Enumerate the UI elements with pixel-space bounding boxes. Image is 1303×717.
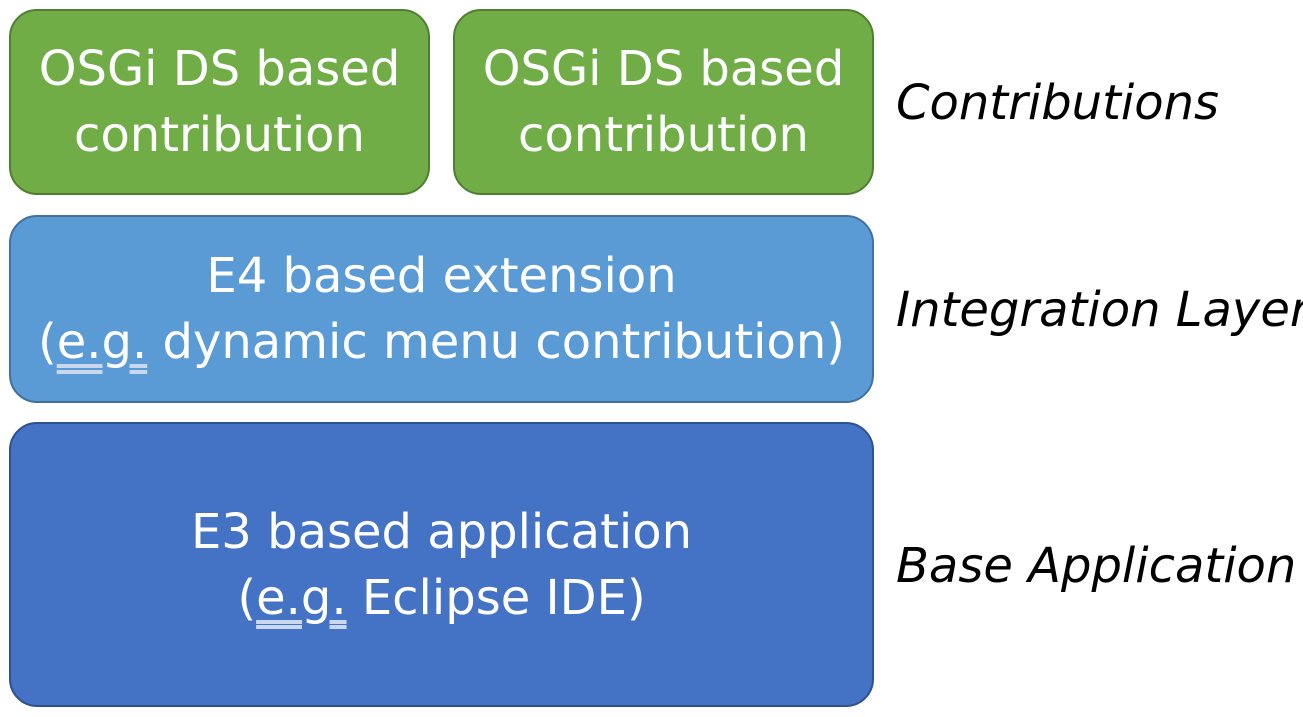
integration-open-paren: ( xyxy=(38,314,57,370)
integration-box-line2: (e.g. dynamic menu contribution) xyxy=(38,309,845,375)
contribution-box-1-line1: OSGi DS based xyxy=(38,41,401,97)
integration-eg: e.g. xyxy=(56,314,148,370)
base-eg: e.g. xyxy=(256,569,347,626)
contribution-box-1-line2: contribution xyxy=(74,107,365,163)
contribution-box-1: OSGi DS based contribution xyxy=(9,9,430,195)
base-box-line1: E3 based application xyxy=(190,503,693,560)
integration-layer-label: Integration Layer xyxy=(896,282,1303,338)
base-box-line2: (e.g. Eclipse IDE) xyxy=(237,565,645,631)
integration-box-line1: E4 based extension xyxy=(206,248,677,304)
contribution-box-2-line2: contribution xyxy=(518,107,809,163)
base-line2-rest: Eclipse IDE) xyxy=(346,569,646,626)
contributions-layer-label: Contributions xyxy=(896,75,1220,131)
contribution-box-2-line1: OSGi DS based xyxy=(482,41,845,97)
integration-line2-rest: dynamic menu contribution) xyxy=(147,314,845,370)
base-application-layer-label: Base Application xyxy=(896,538,1297,594)
integration-layer-box: E4 based extension (e.g. dynamic menu co… xyxy=(9,215,874,403)
contribution-box-2: OSGi DS based contribution xyxy=(453,9,874,195)
base-application-box: E3 based application (e.g. Eclipse IDE) xyxy=(9,422,874,707)
base-open-paren: ( xyxy=(237,569,257,626)
